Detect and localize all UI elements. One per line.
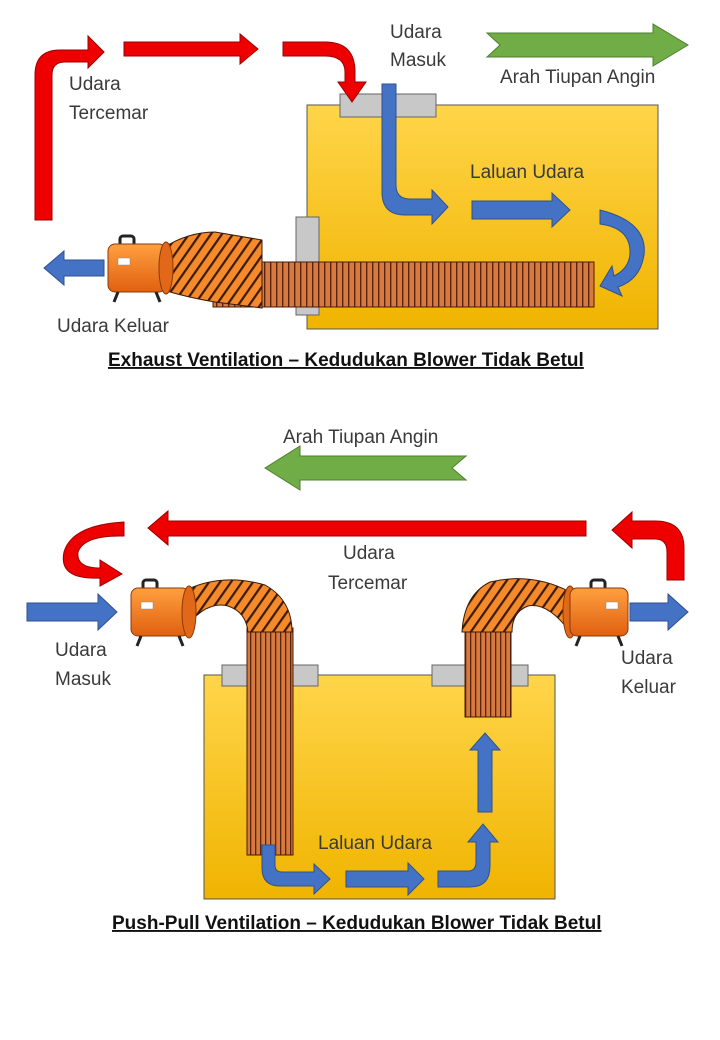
exhaust-polluted-arrow-down (282, 41, 367, 103)
pushpull-polluted-arrow-right (611, 510, 685, 581)
pushpull-inlet-label-line2: Masuk (55, 669, 111, 690)
pushpull-right-hose (461, 578, 571, 634)
exhaust-outlet-label: Udara Keluar (57, 316, 170, 337)
pushpull-polluted-arrow-left (62, 521, 125, 587)
pushpull-airflow-arrow-1 (261, 844, 331, 896)
exhaust-hose (162, 231, 263, 309)
pushpull-inlet-label-line1: Udara (55, 640, 107, 661)
exhaust-inlet-arrow (381, 83, 449, 226)
exhaust-airflow-arrow (471, 191, 571, 229)
pushpull-left-duct (246, 627, 294, 856)
exhaust-inlet-label-line1: Udara (390, 22, 442, 43)
pushpull-polluted-label-line1: Udara (343, 543, 395, 564)
exhaust-polluted-label-line2: Tercemar (69, 103, 149, 124)
pushpull-section: Arah Tiupan Angin Udara Tercemar Udara M… (26, 427, 689, 934)
pushpull-wind-label: Arah Tiupan Angin (283, 427, 438, 448)
pushpull-outlet-label-line2: Keluar (621, 677, 677, 698)
pushpull-outlet-label-line1: Udara (621, 648, 673, 669)
pushpull-airflow-arrow-2 (345, 861, 425, 897)
pushpull-wind-arrow (264, 445, 468, 491)
pushpull-right-duct (464, 629, 512, 718)
pushpull-outlet-arrow (629, 592, 689, 632)
pushpull-polluted-arrow-long (147, 509, 587, 547)
exhaust-polluted-label-line1: Udara (69, 74, 121, 95)
exhaust-section: Udara Tercemar Udara Masuk Arah Tiupan A… (34, 22, 689, 371)
exhaust-inlet-label-line2: Masuk (390, 50, 446, 71)
exhaust-return-arrow (599, 209, 645, 297)
pushpull-right-blower (562, 578, 629, 647)
pushpull-airflow-arrow-4 (468, 732, 502, 813)
pushpull-polluted-label-line2: Tercemar (328, 573, 408, 594)
pushpull-left-blower (130, 578, 197, 647)
exhaust-wind-arrow (485, 23, 689, 67)
pushpull-inlet-arrow (26, 592, 118, 632)
exhaust-wind-label: Arah Tiupan Angin (500, 67, 655, 88)
exhaust-outlet-arrow (43, 249, 105, 287)
pushpull-title: Push-Pull Ventilation – Kedudukan Blower… (112, 913, 602, 934)
exhaust-polluted-arrow-mid (123, 32, 259, 66)
exhaust-title: Exhaust Ventilation – Kedudukan Blower T… (108, 350, 584, 371)
pushpull-left-hose (181, 579, 293, 634)
exhaust-blower (107, 234, 174, 303)
exhaust-airflow-label: Laluan Udara (470, 162, 585, 183)
pushpull-airflow-arrow-3 (437, 823, 500, 888)
exhaust-duct (212, 261, 595, 308)
pushpull-airflow-label: Laluan Udara (318, 833, 433, 854)
exhaust-polluted-arrow-up (34, 34, 105, 221)
